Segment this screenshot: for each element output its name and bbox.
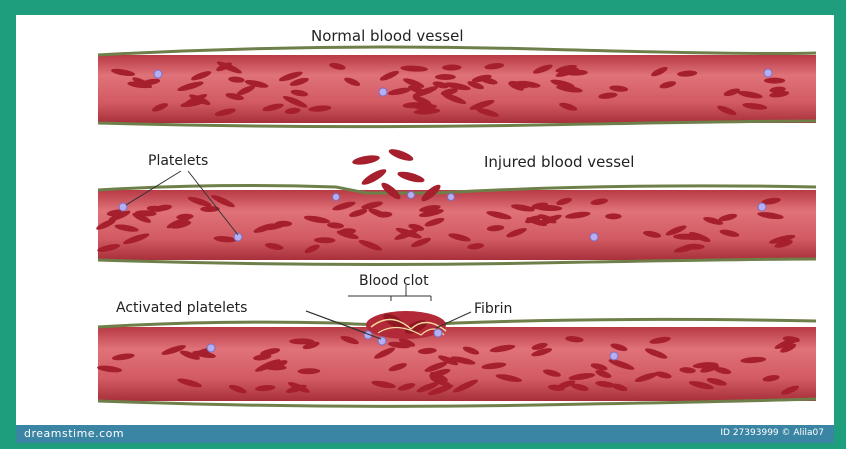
blood-clot-label: Blood clot bbox=[359, 273, 429, 289]
fibrin-label: Fibrin bbox=[474, 301, 512, 317]
red-blood-cell bbox=[605, 213, 621, 219]
normal-vessel bbox=[98, 47, 816, 127]
clotted-vessel bbox=[97, 311, 816, 407]
illustration-panel: Normal blood vessel Injured blood vessel… bbox=[16, 15, 834, 425]
injured-vessel-title: Injured blood vessel bbox=[484, 153, 634, 171]
red-blood-cell bbox=[275, 221, 292, 227]
normal-vessel-title: Normal blood vessel bbox=[311, 27, 464, 45]
footer-bar: dreamstime.com ID 27393999 © Alila07 bbox=[16, 425, 834, 443]
red-blood-cell bbox=[684, 244, 705, 250]
platelets-label: Platelets bbox=[148, 153, 208, 169]
activated-platelets-label: Activated platelets bbox=[116, 300, 247, 316]
red-blood-cell bbox=[435, 74, 456, 80]
brand-text: dreamstime.com bbox=[24, 427, 124, 440]
blood-vessel-diagram bbox=[16, 15, 834, 425]
red-blood-cell bbox=[289, 338, 314, 344]
image-id: ID 27393999 © Alila07 bbox=[720, 428, 824, 438]
red-blood-cell bbox=[764, 78, 785, 84]
